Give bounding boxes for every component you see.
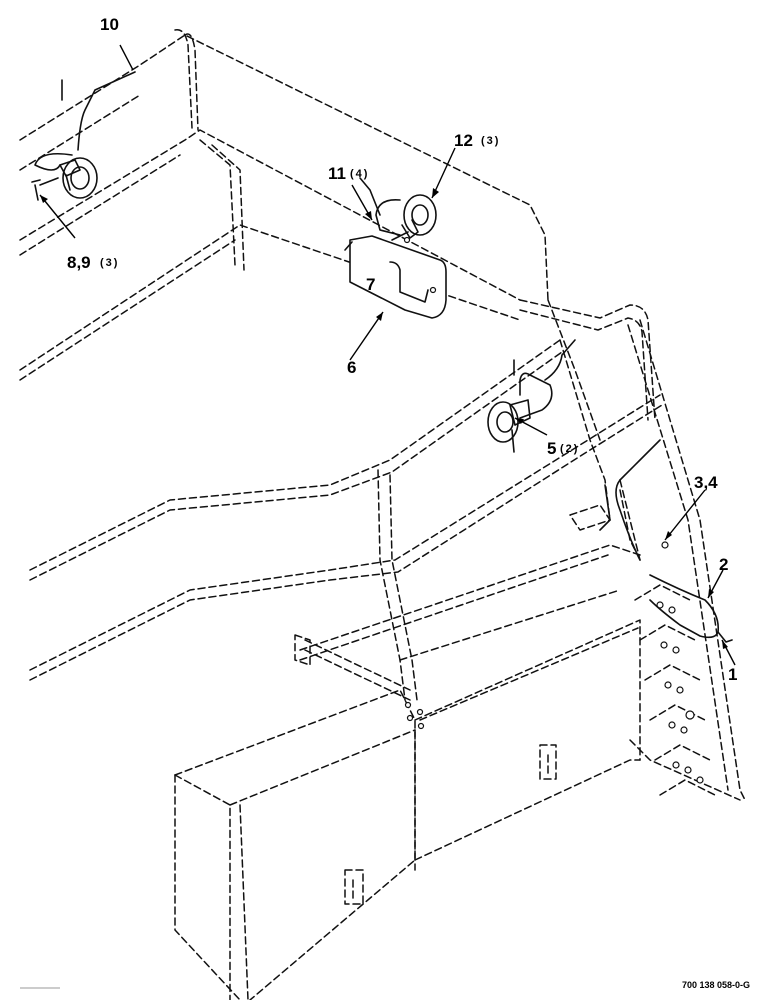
svg-text:1: 1 [728,665,737,684]
svg-text:5: 5 [547,439,556,458]
svg-text:12: 12 [454,131,473,150]
svg-text:(3): (3) [481,135,500,147]
callout-2: 2 [719,555,728,574]
callout-1: 1 [728,665,737,684]
machine-outline [19,29,746,1000]
fasteners [403,236,695,720]
leader-lines [39,44,736,666]
drawing-number: 700 138 058-0-G [682,980,750,990]
callout-10: 10 [100,15,119,34]
work-lamp-left [31,71,136,201]
svg-text:11: 11 [328,164,346,183]
callout-3-4: 3,4 [694,473,718,492]
decal-plates [344,744,557,905]
callout-6: 6 [347,358,356,377]
work-lamp-center [359,177,437,241]
work-lamp-right [487,339,576,453]
callout-11: 11 (4) [328,164,369,183]
svg-text:(2): (2) [560,443,579,455]
svg-text:(3): (3) [100,257,119,269]
svg-text:10: 10 [100,15,119,34]
svg-text:3,4: 3,4 [694,473,718,492]
svg-text:(4): (4) [350,168,369,180]
ladder-holes [404,601,704,784]
svg-text:2: 2 [719,555,728,574]
callout-7: 7 [366,275,375,294]
svg-text:6: 6 [347,358,356,377]
svg-text:7: 7 [366,275,375,294]
wire-harness [599,439,733,643]
callout-5: 5 (2) [547,439,579,458]
callout-8-9: 8,9 (3) [67,253,119,272]
svg-text:8,9: 8,9 [67,253,91,272]
callout-12: 12 (3) [454,131,500,150]
mounting-bracket [344,235,447,319]
